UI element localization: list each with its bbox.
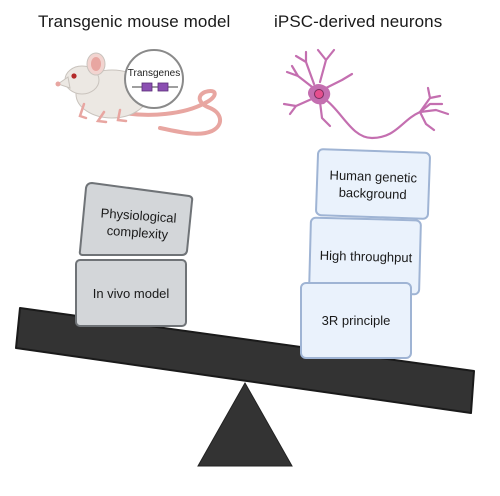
transgenes-label: Transgenes — [128, 68, 180, 79]
right-pan-stack — [300, 148, 431, 359]
neuron-nucleus — [314, 89, 324, 99]
heading-transgenic-mouse-model: Transgenic mouse model — [38, 12, 231, 31]
right-block-human-genetic-background — [315, 148, 431, 220]
left-pan-stack — [75, 181, 194, 327]
transgene-box-2 — [157, 82, 169, 92]
transgene-box-1 — [141, 82, 153, 92]
fulcrum-triangle — [197, 381, 293, 467]
mouse-icon — [55, 52, 222, 136]
transgenes-inset — [124, 49, 184, 109]
heading-ipsc-derived-neurons: iPSC-derived neurons — [274, 12, 443, 31]
right-block-3r-principle — [300, 282, 412, 359]
left-block-physiological-complexity — [78, 181, 194, 256]
neuron-icon — [282, 48, 450, 140]
left-block-in-vivo-model — [75, 259, 187, 327]
